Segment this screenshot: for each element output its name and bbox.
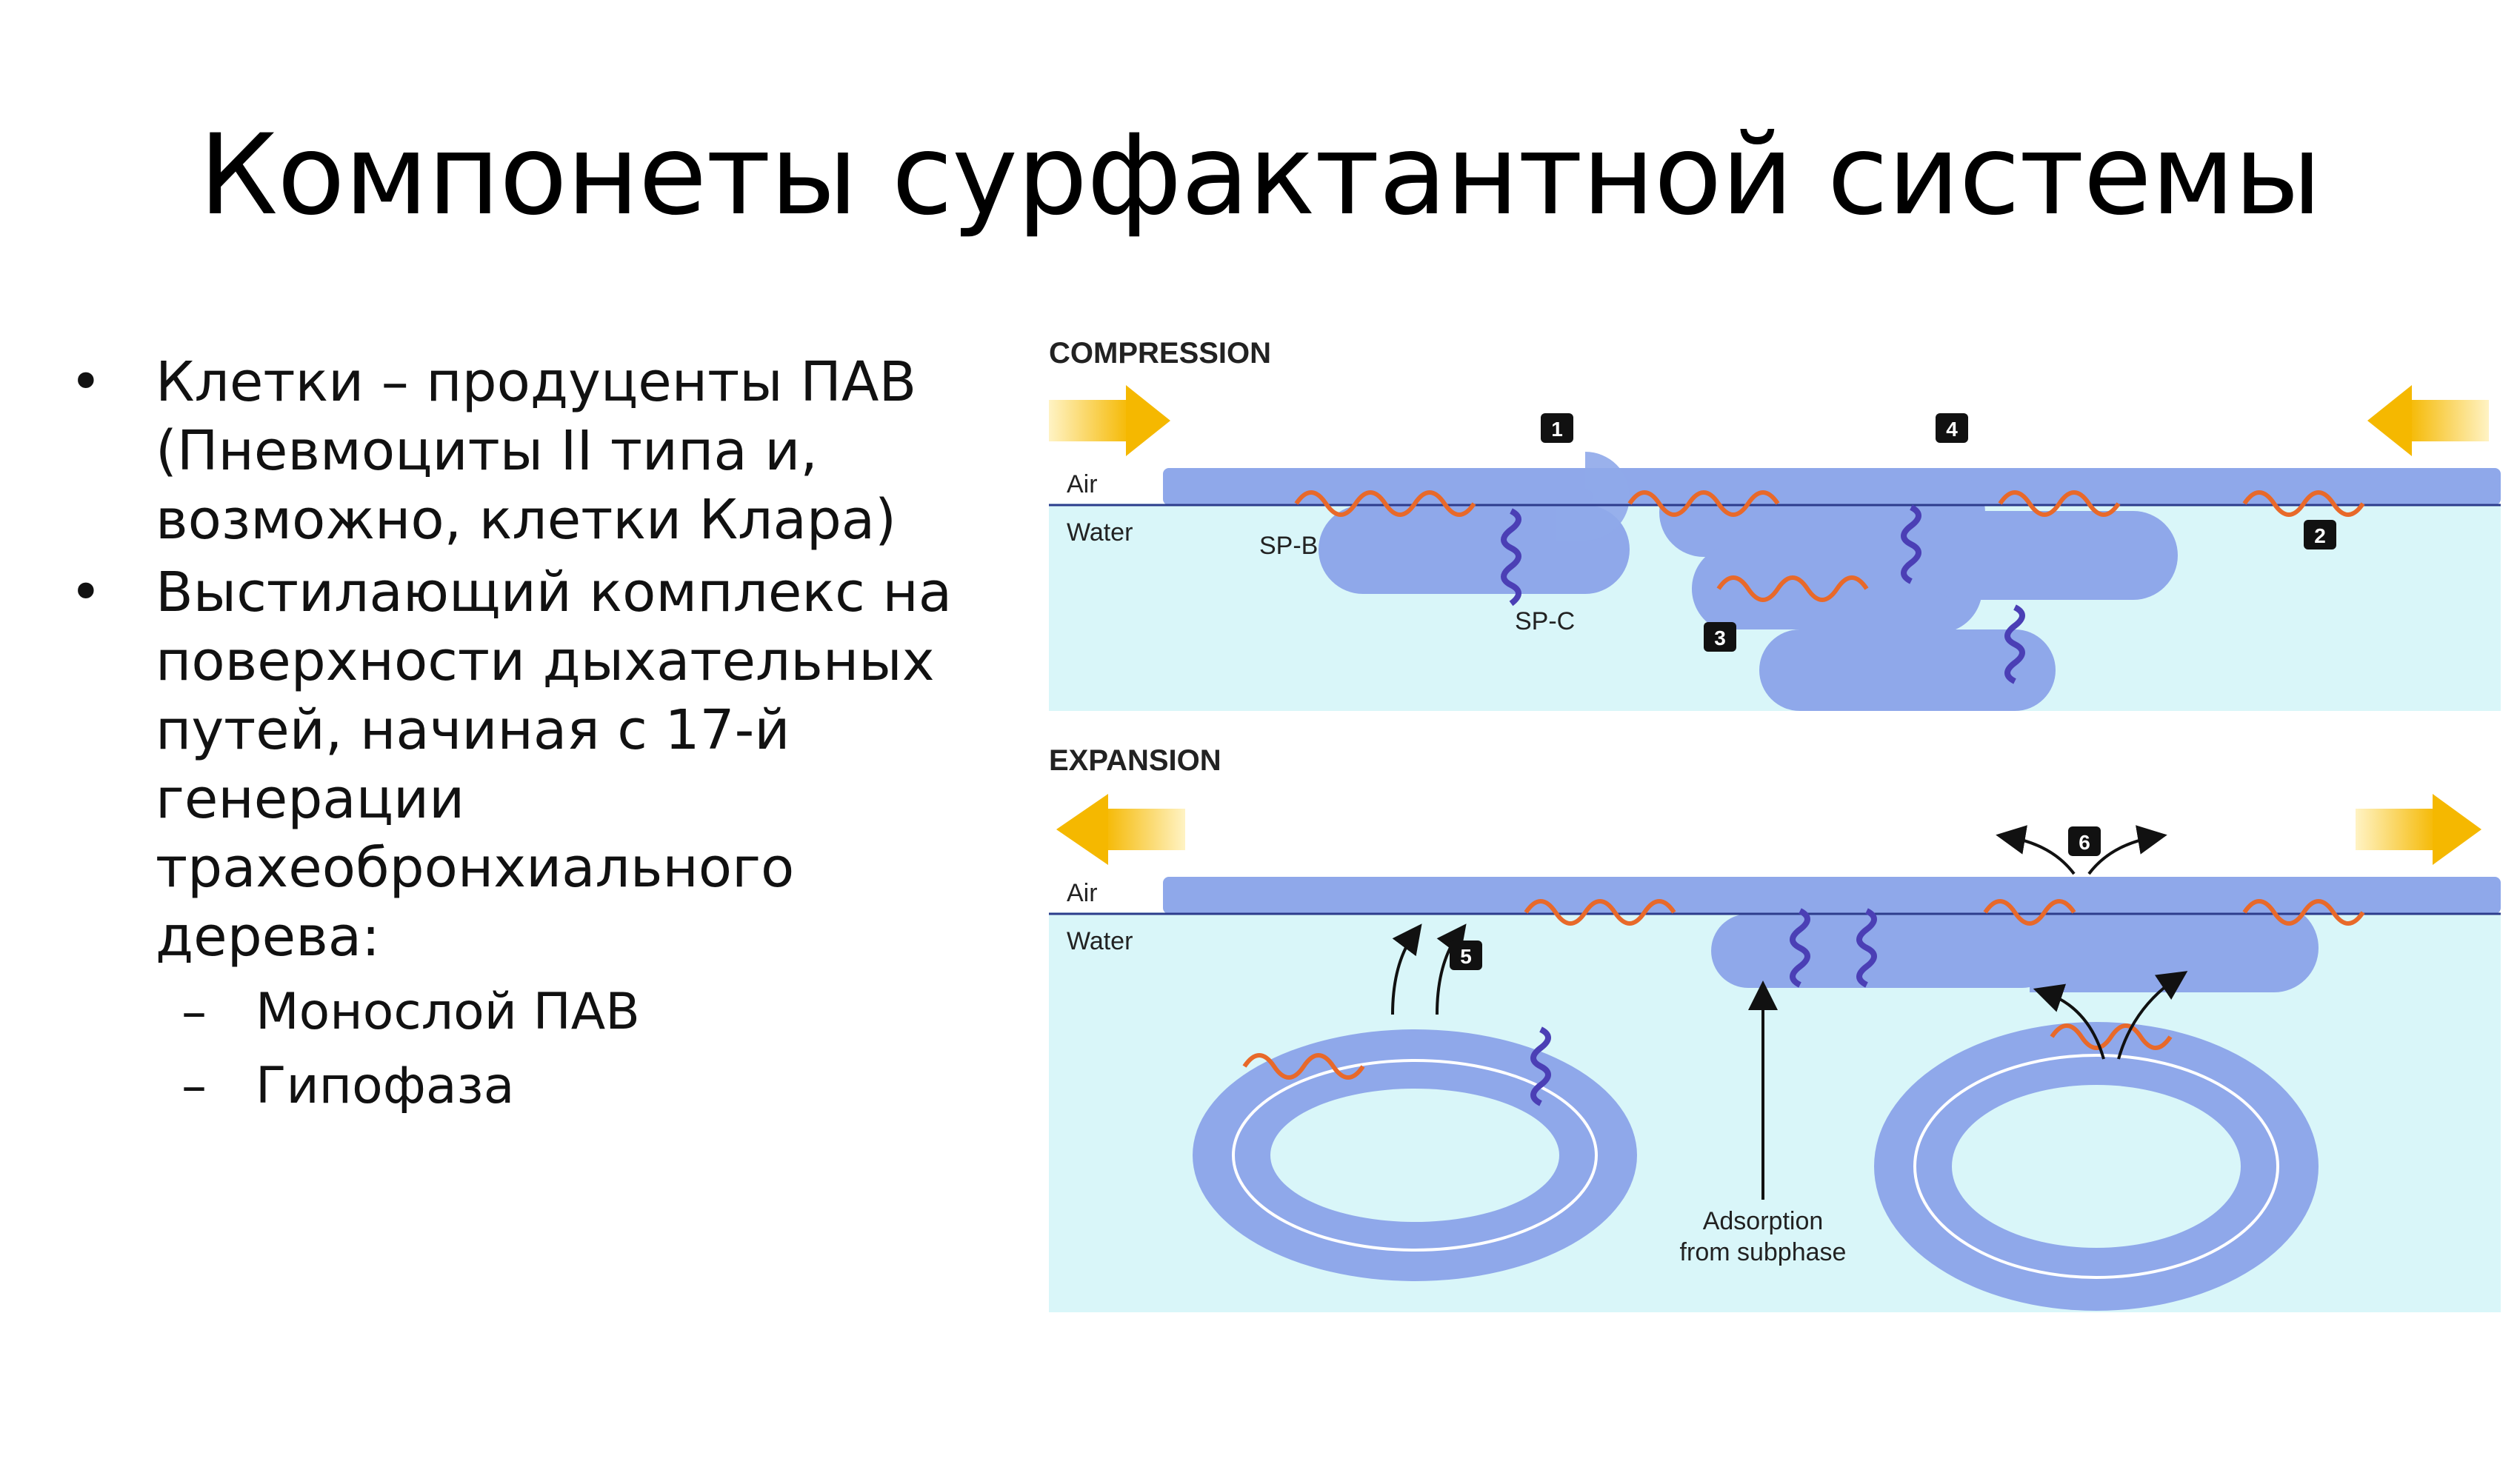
step-badge-5: 5 xyxy=(1450,941,1482,970)
spc-label: SP-C xyxy=(1515,607,1575,635)
air-label: Air xyxy=(1067,879,1098,907)
compress-arrow-right-icon xyxy=(1049,385,1170,456)
svg-text:4: 4 xyxy=(1946,418,1958,441)
expansion-panel: EXPANSION xyxy=(1049,744,2501,1312)
air-label: Air xyxy=(1067,470,1098,498)
sub-bullet-text: Гипофаза xyxy=(256,1057,514,1115)
bullet-text: Выстилающий комплекс на поверхности дыха… xyxy=(156,561,952,969)
bullet-item: • Выстилающий комплекс на поверхности ды… xyxy=(59,558,1022,972)
spb-label: SP-B xyxy=(1259,532,1318,560)
dash-icon: – xyxy=(181,975,207,1049)
bullet-dot-icon: • xyxy=(70,558,102,627)
step-badge-2: 2 xyxy=(2304,520,2336,549)
bullet-text: Клетки – продуценты ПАВ (Пневмоциты II т… xyxy=(156,350,916,552)
sub-bullet-item: – Монослой ПАВ xyxy=(59,975,1022,1049)
compression-heading: COMPRESSION xyxy=(1049,337,1271,370)
adsorption-label-line1: Adsorption xyxy=(1703,1207,1824,1235)
adsorption-label-line2: from subphase xyxy=(1680,1238,1847,1266)
svg-text:1: 1 xyxy=(1551,418,1563,441)
step-badge-1: 1 xyxy=(1541,413,1573,443)
expand-arrow-left-icon xyxy=(1056,794,1185,865)
sub-bullet-text: Монослой ПАВ xyxy=(256,983,640,1041)
svg-text:5: 5 xyxy=(1460,945,1472,968)
expansion-heading: EXPANSION xyxy=(1049,744,1221,777)
water-label: Water xyxy=(1067,927,1133,955)
dash-icon: – xyxy=(181,1049,207,1123)
bullet-list: • Клетки – продуценты ПАВ (Пневмоциты II… xyxy=(59,348,1022,1123)
expand-arrow-right-icon xyxy=(2356,794,2481,865)
compression-panel: COMPRESSION Air Water S xyxy=(1049,337,2501,711)
bullet-item: • Клетки – продуценты ПАВ (Пневмоциты II… xyxy=(59,348,1022,555)
step-badge-3: 3 xyxy=(1704,622,1736,652)
svg-text:2: 2 xyxy=(2314,524,2326,547)
slide-title: Компонеты сурфактантной системы xyxy=(0,111,2520,240)
step-badge-4: 4 xyxy=(1936,413,1968,443)
svg-text:3: 3 xyxy=(1714,627,1726,649)
surfactant-figure: COMPRESSION Air Water S xyxy=(1022,326,2504,1318)
svg-text:6: 6 xyxy=(2079,831,2090,854)
water-label: Water xyxy=(1067,518,1133,547)
bullet-dot-icon: • xyxy=(70,348,102,417)
step-badge-6: 6 xyxy=(2068,826,2101,856)
sub-bullet-item: – Гипофаза xyxy=(59,1049,1022,1123)
compress-arrow-left-icon xyxy=(2367,385,2489,456)
